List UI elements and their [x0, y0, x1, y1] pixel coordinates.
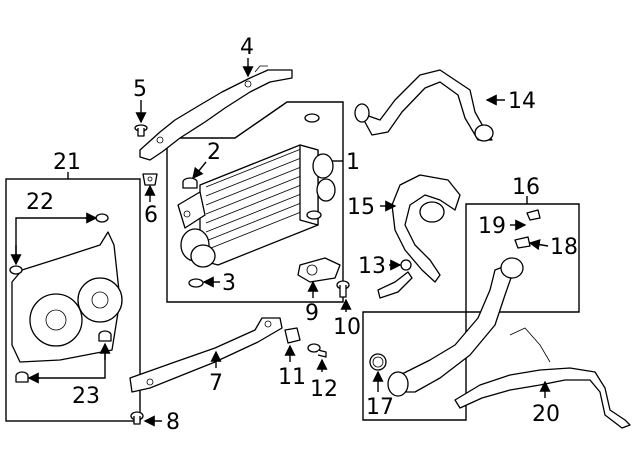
- callout-13: 13: [358, 254, 386, 279]
- callout-19: 19: [478, 214, 506, 239]
- intercooler-part[interactable]: [177, 113, 336, 268]
- bolt-part-8[interactable]: [130, 411, 144, 425]
- charge-pipe-part-16[interactable]: [387, 257, 524, 397]
- tube-group-frame: [362, 203, 580, 421]
- nut-part-2[interactable]: [182, 177, 198, 189]
- valve-part-9[interactable]: [297, 257, 341, 283]
- upper-bracket-part[interactable]: [139, 65, 293, 161]
- callout-2: 2: [207, 140, 221, 165]
- callout-8: 8: [166, 410, 180, 435]
- callout-10: 10: [333, 315, 361, 340]
- lower-bracket-part[interactable]: [129, 317, 283, 393]
- callout-15: 15: [347, 195, 375, 220]
- callout-4: 4: [240, 35, 254, 60]
- bolt-part-10[interactable]: [336, 280, 350, 298]
- callout-3: 3: [222, 271, 236, 296]
- seal-part-17[interactable]: [369, 353, 387, 371]
- bolt-part-5[interactable]: [134, 124, 148, 137]
- isolator-part-23b[interactable]: [15, 371, 29, 383]
- callout-12: 12: [310, 377, 338, 402]
- hose-part-20[interactable]: [454, 327, 631, 429]
- callout-22: 22: [26, 190, 54, 215]
- callout-17: 17: [366, 395, 394, 420]
- callout-5: 5: [133, 77, 147, 102]
- callout-21: 21: [53, 150, 81, 175]
- clip-part-18[interactable]: [514, 236, 531, 249]
- intake-tube-part-14[interactable]: [354, 69, 494, 142]
- isolator-part-22b[interactable]: [9, 265, 23, 275]
- callout-23: 23: [72, 384, 100, 409]
- isolator-part-23a[interactable]: [98, 330, 112, 342]
- bolt-part-12[interactable]: [307, 343, 327, 358]
- callout-7: 7: [209, 371, 223, 396]
- callout-16: 16: [512, 175, 540, 200]
- clamp-part-13[interactable]: [400, 259, 412, 271]
- sensor-part-11[interactable]: [284, 327, 301, 344]
- radiator-group-frame: [5, 178, 141, 422]
- leader-lines: [10, 58, 551, 427]
- radiator-part-21[interactable]: [11, 231, 123, 363]
- callout-1: 1: [346, 150, 360, 175]
- callout-9: 9: [305, 301, 319, 326]
- bolt-part-19[interactable]: [526, 209, 541, 221]
- callout-11: 11: [278, 365, 306, 390]
- nut-part-3[interactable]: [188, 278, 204, 288]
- callout-20: 20: [532, 402, 560, 427]
- clip-part-6[interactable]: [142, 173, 158, 186]
- callout-18: 18: [550, 235, 578, 260]
- intercooler-group-frame: [166, 101, 344, 303]
- callout-14: 14: [508, 89, 536, 114]
- isolator-part-22a[interactable]: [95, 213, 109, 223]
- callout-6: 6: [144, 203, 158, 228]
- hose-part-15[interactable]: [377, 174, 461, 299]
